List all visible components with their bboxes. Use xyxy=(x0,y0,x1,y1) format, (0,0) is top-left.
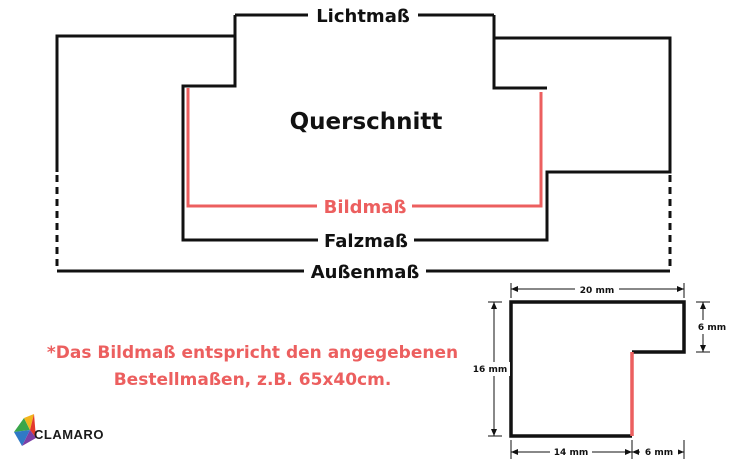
clamaro-logo-icon xyxy=(14,414,36,446)
falzmass-label-bg xyxy=(318,230,414,250)
dim-bottom-right-label: 6 mm xyxy=(645,448,673,458)
dim-bottom-right-arrow-left xyxy=(632,449,639,455)
dim-left-label-bg xyxy=(470,362,510,376)
dim-bottom-left-label-bg xyxy=(550,445,592,459)
bildmass-note: *Das Bildmaß entspricht den angegebenen … xyxy=(20,340,485,394)
dim-right-label: 6 mm xyxy=(698,323,726,333)
bildmass-line-right xyxy=(412,92,543,208)
bildmass-line-left xyxy=(186,88,317,208)
dim-bottom-left-label: 14 mm xyxy=(554,448,588,458)
dim-bottom-left-arrow-left xyxy=(511,449,518,455)
dim-left-arrow-top xyxy=(491,302,497,309)
dim-right-arrow-top xyxy=(700,302,706,309)
profile-outline xyxy=(509,300,686,438)
dim-left-label: 16 mm xyxy=(473,365,507,375)
bildmass-note-line2: Bestellmaßen, z.B. 65x40cm. xyxy=(113,370,392,390)
querschnitt-label: Querschnitt xyxy=(290,109,443,135)
lichtmass-label: Lichtmaß xyxy=(316,6,410,27)
dim-right-label-bg xyxy=(694,320,730,334)
dim-bottom-right-arrow-right xyxy=(677,449,684,455)
bildmass-note-line1: *Das Bildmaß entspricht den angegebenen xyxy=(46,343,459,363)
aussenmass-label: Außenmaß xyxy=(311,262,420,283)
dim-top-label: 20 mm xyxy=(580,286,614,296)
bildmass-label: Bildmaß xyxy=(324,197,407,218)
clamaro-logo-text: CLAMARO xyxy=(34,427,104,442)
dim-top-label-bg xyxy=(575,282,619,296)
dim-bottom-right-label-bg xyxy=(640,445,678,459)
falzmass-label: Falzmaß xyxy=(324,231,408,252)
dim-left-arrow-bottom xyxy=(491,429,497,436)
dim-right-arrow-bottom xyxy=(700,345,706,352)
dim-top-arrow-left xyxy=(511,286,518,292)
dim-top-arrow-right xyxy=(677,286,684,292)
dim-bottom-left-arrow-right xyxy=(625,449,632,455)
